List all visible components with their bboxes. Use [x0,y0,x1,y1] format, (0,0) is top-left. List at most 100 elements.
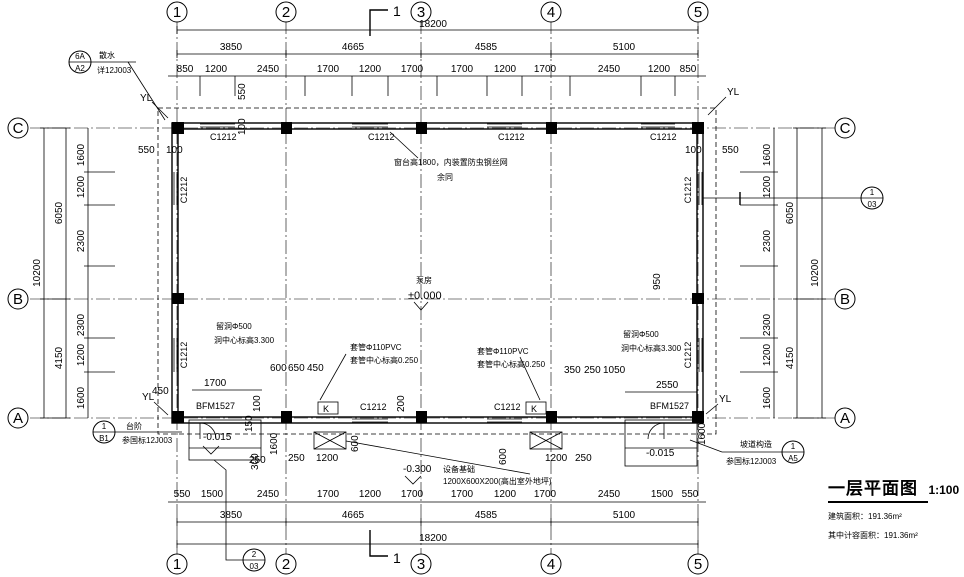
svg-text:03: 03 [250,562,259,571]
svg-text:100: 100 [685,145,702,156]
svg-text:1600: 1600 [269,432,280,455]
axis-2-top: 2 [282,4,290,21]
svg-text:1200: 1200 [494,64,517,75]
svg-text:6050: 6050 [785,201,796,224]
axis-b-left: B [13,291,23,308]
svg-text:2450: 2450 [598,489,621,500]
svg-text:4150: 4150 [54,346,65,369]
svg-text:A5: A5 [788,454,798,463]
window-label: C1212 [683,342,693,369]
dim-left-total: 10200 [32,259,43,287]
svg-text:1700: 1700 [451,489,474,500]
svg-text:1700: 1700 [317,489,340,500]
mesh-note-b: 余同 [437,172,453,182]
axis-5-bottom: 5 [694,556,702,573]
dim-2550: 2550 [656,380,679,391]
svg-text:1200: 1200 [494,489,517,500]
svg-text:2450: 2450 [598,64,621,75]
svg-text:3850: 3850 [220,42,243,53]
svg-text:4665: 4665 [342,510,365,521]
hole-note-right-b: 洞中心标高3.300 [621,343,682,353]
drawing-scale: 1:100 [928,483,960,497]
axis-c-left: C [13,120,24,137]
axis-bubbles-bottom: 1 2 3 4 5 [166,553,709,575]
svg-text:1200: 1200 [316,453,339,464]
svg-text:1200: 1200 [648,64,671,75]
ramp-ref: 参国标12J003 [726,456,777,466]
yl-mark: YL [727,87,740,98]
window-label: C1212 [494,402,521,412]
svg-text:550: 550 [138,145,155,156]
axis-3-top: 3 [417,4,425,21]
axis-a-left: A [13,410,23,427]
svg-text:600: 600 [270,363,287,374]
axis-lines [30,20,835,555]
pipe-note-left-a: 套管Φ110PVC [350,342,402,352]
pipe-note-right-a: 套管Φ110PVC [477,346,529,356]
axis-4-top: 4 [547,4,555,21]
svg-text:250: 250 [584,365,601,376]
svg-text:1600: 1600 [76,143,87,166]
svg-text:5100: 5100 [613,42,636,53]
svg-text:1200: 1200 [359,489,382,500]
steps-ref: 参国标12J003 [122,435,173,445]
left-entrance: BFM1527 -0.015 1700 [188,378,262,461]
building-walls [157,107,717,435]
svg-text:4585: 4585 [475,42,498,53]
svg-text:300: 300 [250,453,261,470]
section-mark-bottom: 1 [369,530,401,566]
title-underline [828,501,928,503]
svg-text:850: 850 [680,64,697,75]
svg-text:1: 1 [102,422,107,431]
window-label: C1212 [683,177,693,204]
pipe-note-right-b: 套管中心标高0.250 [477,359,546,369]
svg-text:1: 1 [393,550,401,566]
window-label: C1212 [179,342,189,369]
svg-text:200: 200 [396,395,407,412]
window-label: C1212 [368,132,395,142]
svg-text:1500: 1500 [651,489,674,500]
dimensions-right: 10200 6050 4150 1600 1200 2300 2300 1200… [740,127,826,419]
axis-4-bottom: 4 [547,556,555,573]
dimensions-top: 18200 3850 4665 4585 5100 850 1200 2450 … [168,19,706,96]
window-labels: C1212 C1212 C1212 C1212 C1212 C1212 C121… [179,132,693,412]
axis-1-top: 1 [173,4,181,21]
svg-text:600: 600 [498,448,509,465]
svg-text:4665: 4665 [342,42,365,53]
callout-6a-a2: 6A A2 散水 详12J003 [68,50,166,121]
svg-text:100: 100 [166,145,183,156]
axis-bubbles-top: 1 2 3 4 5 [166,1,709,23]
structural-columns [172,122,704,423]
svg-text:2300: 2300 [76,229,87,252]
dim-bottom-total: 18200 [419,533,447,544]
svg-text:A2: A2 [75,64,85,73]
svg-text:B1: B1 [99,434,109,443]
svg-text:3850: 3850 [220,510,243,521]
svg-text:1500: 1500 [201,489,224,500]
svg-text:1700: 1700 [317,64,340,75]
svg-text:2: 2 [252,550,257,559]
svg-text:5100: 5100 [613,510,636,521]
hole-note-right-a: 留洞Φ500 [623,329,659,339]
svg-text:1700: 1700 [451,64,474,75]
svg-text:6050: 6050 [54,201,65,224]
callout-1-a5: 1 A5 坡道构造 参国标12J003 [689,439,805,466]
svg-text:850: 850 [177,64,194,75]
svg-text:600: 600 [350,435,361,452]
yl-mark: YL [140,93,153,104]
svg-text:03: 03 [868,200,877,209]
svg-text:1200: 1200 [359,64,382,75]
svg-text:550: 550 [682,489,699,500]
equip-label-b: 1200X600X200(高出室外地坪) [443,476,552,486]
door-label-left: BFM1527 [196,401,235,411]
svg-text:1700: 1700 [534,489,557,500]
svg-text:1600: 1600 [762,386,773,409]
counted-area: 其中计容面积：191.36m² [828,531,918,540]
svg-text:1200: 1200 [76,343,87,366]
level-right: -0.015 [646,448,675,459]
dim-steps-width: 1700 [204,378,227,389]
room-name: 泵房 [416,275,432,285]
axis-3-bottom: 3 [417,556,425,573]
door-label-right: BFM1527 [650,401,689,411]
pipe-note-left-b: 套管中心标高0.250 [350,355,419,365]
